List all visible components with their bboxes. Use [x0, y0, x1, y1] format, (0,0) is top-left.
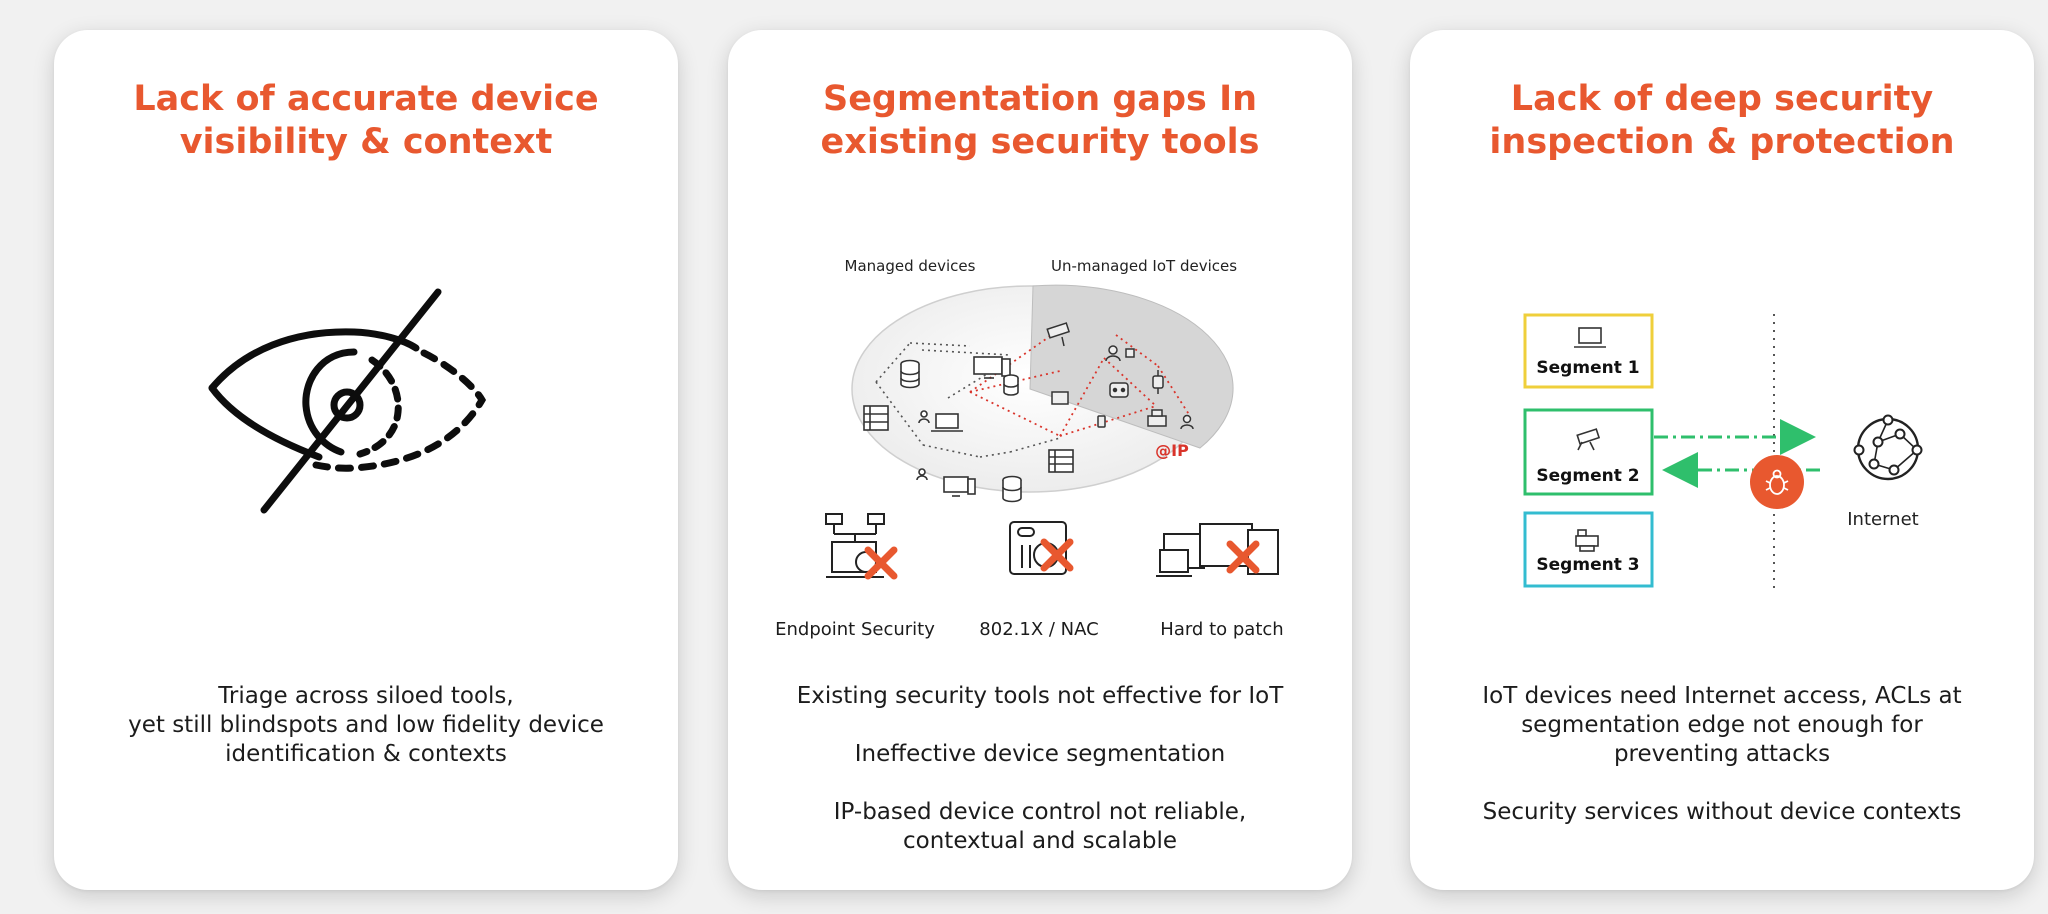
hard-to-patch-label: Hard to patch [1160, 619, 1283, 640]
description-paragraph: Triage across siloed tools, yet still bl… [128, 683, 604, 767]
eye-slash-icon [208, 288, 487, 514]
watch-icon [1152, 370, 1164, 394]
camera-icon [1046, 322, 1071, 347]
managed-links [875, 342, 1061, 458]
phone-icon [1097, 415, 1106, 428]
managed-devices-label: Managed devices [845, 257, 976, 275]
user-icon [918, 410, 930, 424]
unmanaged-devices-label: Un-managed IoT devices [1051, 257, 1237, 275]
nac-switch-icon [1009, 521, 1074, 575]
card-title: Segmentation gaps In existing security t… [820, 79, 1260, 162]
card-description: IoT devices need Internet access, ACLs a… [1430, 682, 2014, 856]
laptop-icon [1574, 327, 1606, 348]
internet-globe-icon [1853, 414, 1923, 481]
sensor-icon [1125, 348, 1135, 358]
printer-icon [1147, 409, 1167, 427]
svg-text:Segment 1: Segment 1 [1536, 358, 1639, 378]
card-title: Lack of accurate device visibility & con… [133, 79, 599, 162]
desktop-icon [943, 476, 976, 497]
endpoint-security-label: Endpoint Security [775, 619, 935, 640]
description-paragraph: IoT devices need Internet access, ACLs a… [1482, 683, 1962, 767]
card-device-visibility: Lack of accurate device visibility & con… [54, 30, 678, 890]
endpoint-security-icon [825, 513, 898, 580]
user-icon [916, 468, 928, 481]
server-rack-icon [863, 405, 889, 431]
managed-device-icons [863, 356, 1074, 503]
desktop-icon [973, 356, 1011, 379]
description-paragraph: Existing security tools not effective fo… [796, 683, 1284, 709]
ip-label: @IP [1155, 441, 1189, 460]
laptop-icon [931, 413, 963, 432]
database-icon [1003, 374, 1019, 396]
segment-3-box: Segment 3 [1523, 511, 1654, 588]
database-icon [1002, 475, 1022, 503]
svg-text:Segment 2: Segment 2 [1536, 466, 1639, 486]
svg-text:Segment 3: Segment 3 [1536, 555, 1639, 575]
description-paragraph: Security services without device context… [1482, 799, 1962, 825]
card-description: Triage across siloed tools, yet still bl… [74, 682, 658, 798]
camera-icon [1576, 428, 1601, 451]
description-paragraph: IP-based device control not reliable, co… [833, 799, 1247, 854]
card-description: Existing security tools not effective fo… [748, 682, 1332, 885]
legacy-devices-icon [1156, 523, 1279, 577]
unmanaged-slice [1029, 284, 1234, 449]
iot-device-icons [1046, 322, 1194, 430]
printer-icon [1575, 529, 1599, 552]
segment-1-box: Segment 1 [1523, 313, 1654, 389]
segment-2-box: Segment 2 [1523, 408, 1654, 496]
card-segmentation-gaps: Segmentation gaps In existing security t… [728, 30, 1352, 890]
nac-label: 802.1X / NAC [979, 619, 1098, 640]
user-icon [1105, 345, 1121, 362]
database-icon [900, 359, 920, 389]
malware-bug-icon [1750, 455, 1804, 509]
robot-icon [1109, 382, 1129, 398]
unmanaged-links [969, 331, 1191, 437]
server-rack-icon [1048, 449, 1074, 473]
card-title: Lack of deep security inspection & prote… [1489, 79, 1955, 162]
internet-label: Internet [1847, 509, 1918, 530]
user-icon [1180, 414, 1194, 430]
internet-access-diagram: Segment 1 Segment 2 Segment 3 [1523, 313, 1923, 590]
segmentation-diagram: Managed devices Un-managed IoT devices [775, 257, 1284, 640]
tv-icon [1051, 391, 1069, 405]
card-deep-inspection: Lack of deep security inspection & prote… [1410, 30, 2034, 890]
description-paragraph: Ineffective device segmentation [854, 741, 1226, 767]
